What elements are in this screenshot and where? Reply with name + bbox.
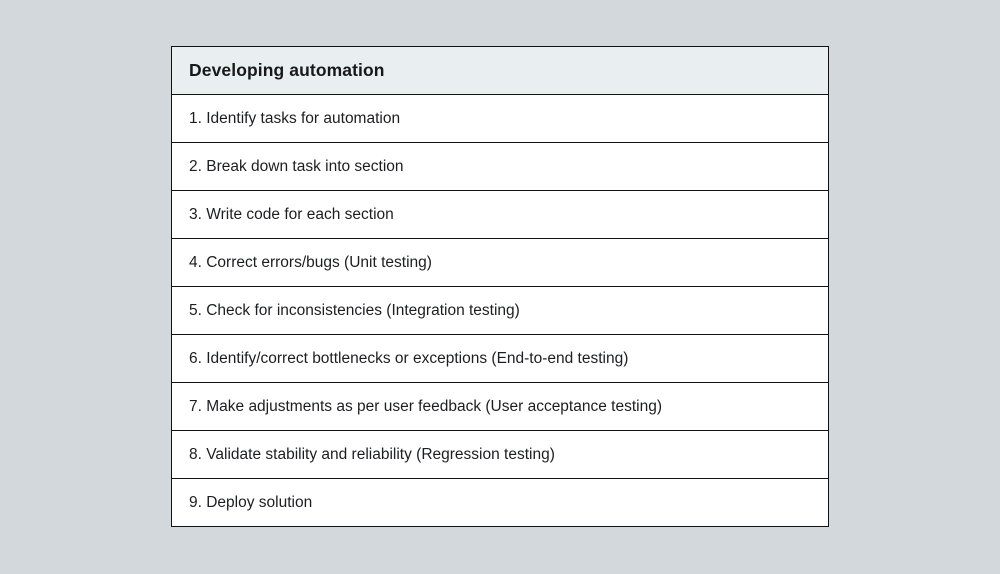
table-row: 2. Break down task into section (172, 143, 828, 191)
table-row: 1. Identify tasks for automation (172, 95, 828, 143)
developing-automation-table: Developing automation 1. Identify tasks … (171, 46, 829, 527)
table-row: 9. Deploy solution (172, 479, 828, 526)
table-row: 4. Correct errors/bugs (Unit testing) (172, 239, 828, 287)
table-row: 6. Identify/correct bottlenecks or excep… (172, 335, 828, 383)
table-row: 5. Check for inconsistencies (Integratio… (172, 287, 828, 335)
table-row: 3. Write code for each section (172, 191, 828, 239)
table-row: 8. Validate stability and reliability (R… (172, 431, 828, 479)
table-title: Developing automation (172, 47, 828, 95)
table-row: 7. Make adjustments as per user feedback… (172, 383, 828, 431)
